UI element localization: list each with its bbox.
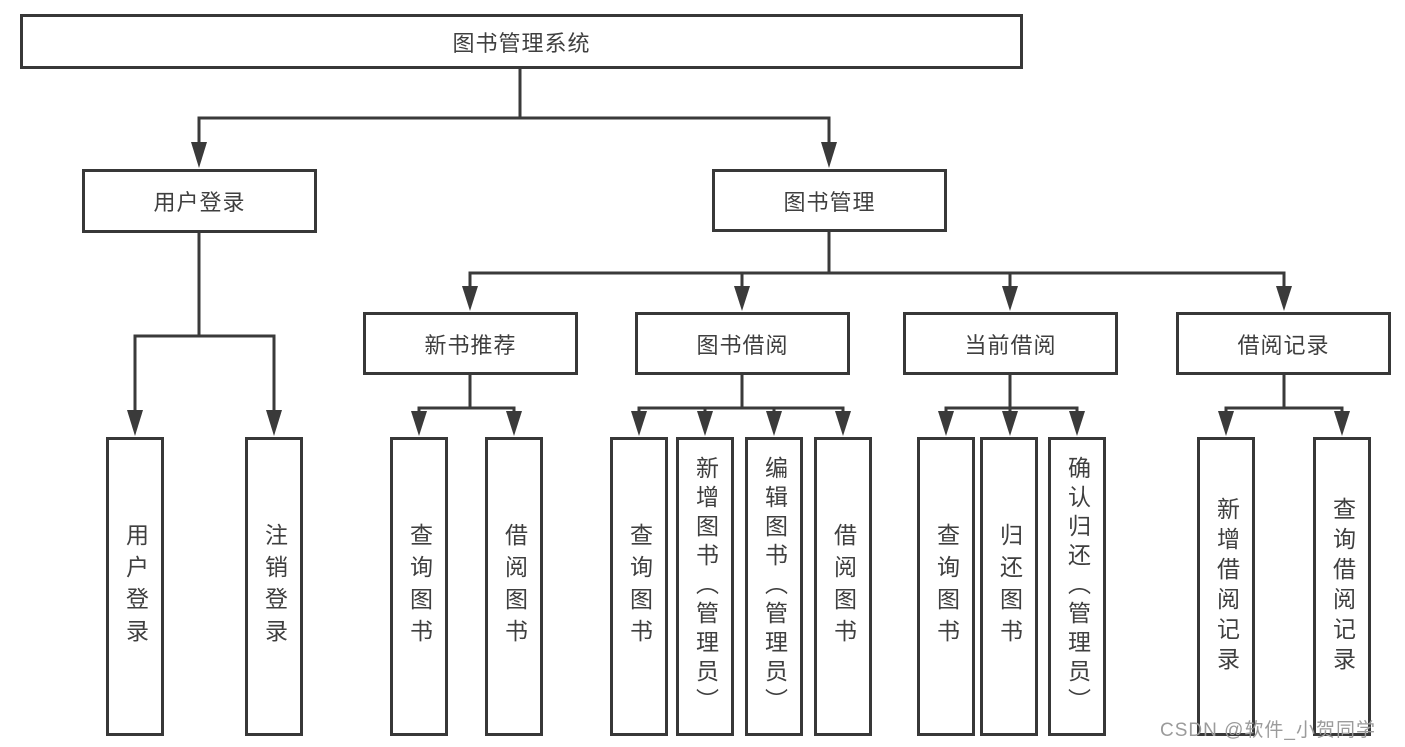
node-root: 图书管理系统 [20, 14, 1023, 69]
leaf-records-query-record: 查询借阅记录 [1313, 437, 1371, 736]
node-book-borrowing: 图书借阅 [635, 312, 850, 375]
leaf-user-login: 用户登录 [106, 437, 164, 736]
leaf-newbook-borrow-book: 借阅图书 [485, 437, 543, 736]
leaf-borrowing-query-book: 查询图书 [610, 437, 668, 736]
csdn-watermark: CSDN @软件_小贺同学 [1160, 720, 1376, 741]
leaf-logout: 注销登录 [245, 437, 303, 736]
leaf-current-confirm-return-admin: 确认归还（管理员） [1048, 437, 1106, 736]
leaf-borrowing-borrow-book: 借阅图书 [814, 437, 872, 736]
leaf-newbook-query-book: 查询图书 [390, 437, 448, 736]
leaf-borrowing-edit-book-admin: 编辑图书（管理员） [745, 437, 803, 736]
leaf-records-add-record: 新增借阅记录 [1197, 437, 1255, 736]
node-book-management: 图书管理 [712, 169, 947, 232]
node-user-login: 用户登录 [82, 169, 317, 233]
node-new-book-recommend: 新书推荐 [363, 312, 578, 375]
node-borrowing-records: 借阅记录 [1176, 312, 1391, 375]
leaf-current-return-book: 归还图书 [980, 437, 1038, 736]
leaf-borrowing-add-book-admin: 新增图书（管理员） [676, 437, 734, 736]
node-current-borrowing: 当前借阅 [903, 312, 1118, 375]
leaf-current-query-book: 查询图书 [917, 437, 975, 736]
